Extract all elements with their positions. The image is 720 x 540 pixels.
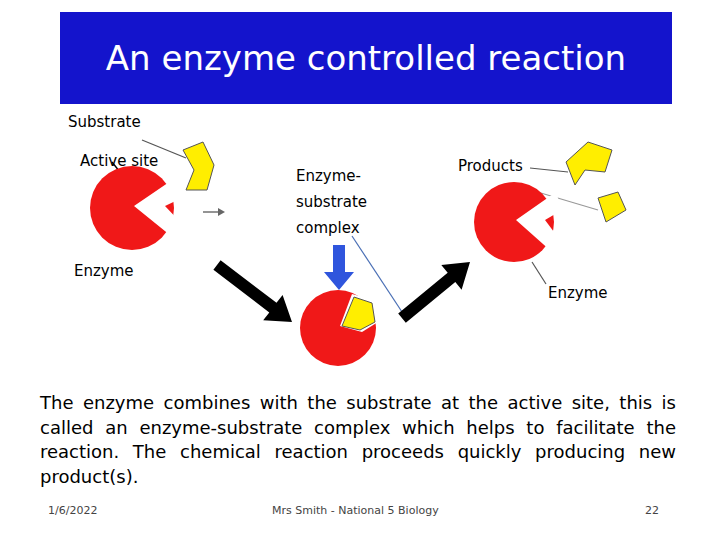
- small-arrow-head: [218, 208, 225, 216]
- flow-arrow: [213, 260, 292, 322]
- active-site: [340, 294, 378, 332]
- active-site: [134, 176, 186, 240]
- small-arrow: [203, 211, 220, 212]
- enzyme-node: Enzyme: [62, 145, 217, 290]
- leader-line: [530, 168, 568, 172]
- title-banner: An enzyme controlled reaction: [60, 12, 672, 104]
- node-label: Enzyme-substrate complex: [296, 163, 400, 241]
- part-label: Active site: [80, 152, 158, 170]
- complex-node: Enzyme-substrate complex: [292, 163, 402, 367]
- footer-date: 1/6/2022: [48, 504, 97, 517]
- product-shape: [598, 192, 626, 222]
- slide-number: 22: [645, 504, 659, 517]
- node-label: Enzyme: [74, 262, 134, 280]
- enzyme-node: Enzyme: [470, 140, 630, 305]
- leader-line: [532, 262, 546, 284]
- node-illustration: [470, 140, 630, 305]
- active-site: [516, 192, 562, 252]
- part-label: Products: [458, 157, 523, 175]
- product-shape: [566, 142, 612, 185]
- part-label: Substrate: [68, 113, 141, 131]
- bound-substrate: [342, 297, 375, 330]
- footer-author: Mrs Smith - National 5 Biology: [272, 504, 439, 517]
- pointer-arrow: [324, 245, 354, 290]
- caption-paragraph: The enzyme combines with the substrate a…: [40, 391, 676, 490]
- node-label: Enzyme: [548, 284, 608, 302]
- substrate-shape: [183, 142, 214, 190]
- enzyme-shape: [300, 290, 376, 366]
- flow-arrow: [398, 262, 470, 323]
- slide-title: An enzyme controlled reaction: [106, 38, 626, 78]
